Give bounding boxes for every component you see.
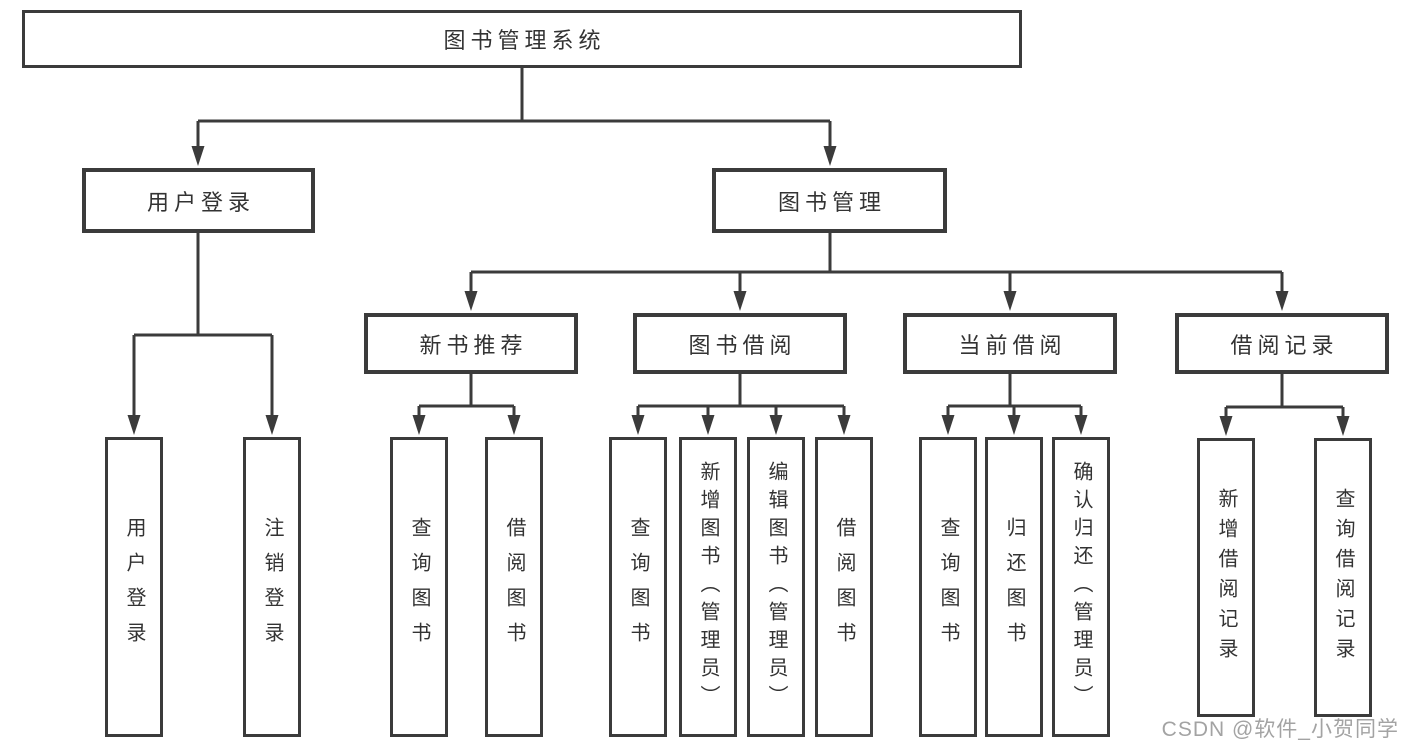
leaf-borrow-books-2: 借阅图书 bbox=[815, 437, 873, 737]
leaf-borrow-books-1: 借阅图书 bbox=[485, 437, 543, 737]
leaf-query-books-2: 查询图书 bbox=[609, 437, 667, 737]
leaf-logout: 注销登录 bbox=[243, 437, 301, 737]
node-book-management: 图书管理 bbox=[712, 168, 947, 233]
csdn-watermark: CSDN @软件_小贺同学 bbox=[1161, 718, 1399, 741]
node-user-login-group: 用户登录 bbox=[82, 168, 315, 233]
node-current-borrow: 当前借阅 bbox=[903, 313, 1117, 374]
leaf-query-books-1: 查询图书 bbox=[390, 437, 448, 737]
leaf-confirm-return-admin: 确认归还（管理员） bbox=[1052, 437, 1110, 737]
leaf-user-login: 用户登录 bbox=[105, 437, 163, 737]
node-borrow-record: 借阅记录 bbox=[1175, 313, 1389, 374]
leaf-query-borrow-record: 查询借阅记录 bbox=[1314, 438, 1372, 717]
leaf-edit-books-admin: 编辑图书（管理员） bbox=[747, 437, 805, 737]
node-book-borrow: 图书借阅 bbox=[633, 313, 847, 374]
leaf-add-books-admin: 新增图书（管理员） bbox=[679, 437, 737, 737]
leaf-query-books-3: 查询图书 bbox=[919, 437, 977, 737]
leaf-return-books: 归还图书 bbox=[985, 437, 1043, 737]
leaf-add-borrow-record: 新增借阅记录 bbox=[1197, 438, 1255, 717]
arrowhead-icons bbox=[127, 146, 1350, 436]
node-root: 图书管理系统 bbox=[22, 10, 1022, 68]
node-new-book-recommend: 新书推荐 bbox=[364, 313, 578, 374]
